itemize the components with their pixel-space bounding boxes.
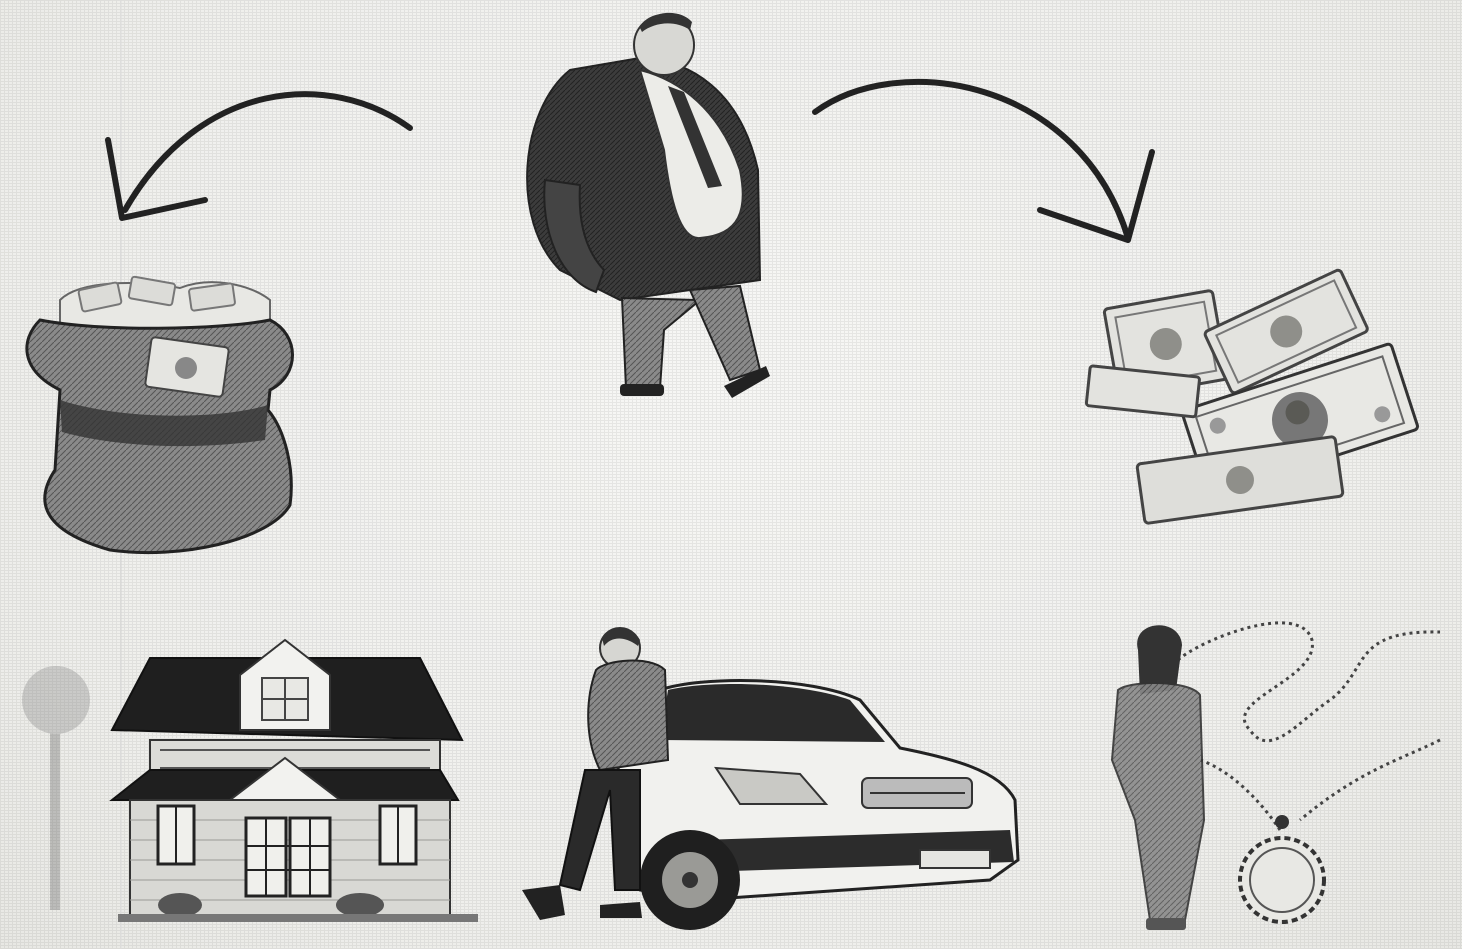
car-icon xyxy=(522,627,1020,930)
money-bag-icon xyxy=(25,275,294,555)
arrow-to-banknotes-icon xyxy=(812,78,1155,243)
house-icon xyxy=(22,638,478,922)
banknotes-icon xyxy=(1084,268,1419,525)
rich-man-icon xyxy=(526,12,770,398)
arrow-to-money-bag-icon xyxy=(105,91,413,221)
necklace-icon xyxy=(1110,621,1441,930)
